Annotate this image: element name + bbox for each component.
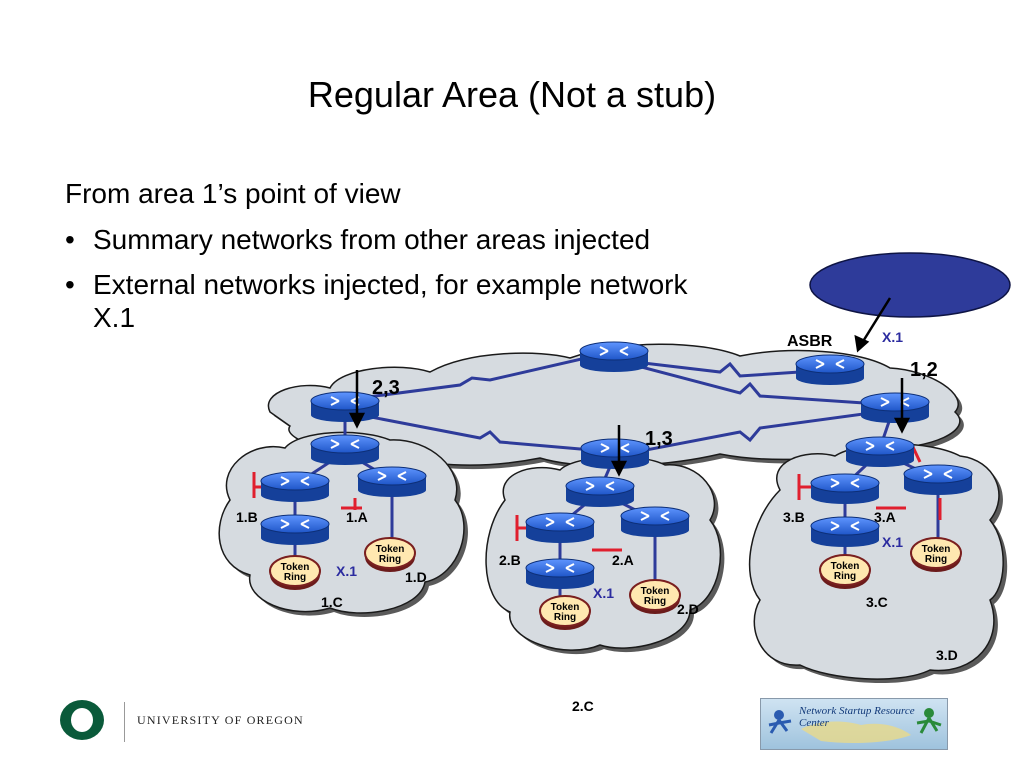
summary-arrows (348, 297, 911, 477)
token-ring-label: Token (551, 602, 580, 613)
router-2b (525, 512, 595, 544)
slide-title: Regular Area (Not a stub) (307, 74, 717, 115)
backbone-links (344, 350, 894, 457)
external-network-ellipse (809, 252, 1011, 318)
footer-divider (124, 702, 125, 742)
router-3a (903, 464, 973, 496)
token-ring-label: Token (641, 586, 670, 597)
label-2a: 2.A (612, 552, 634, 568)
label-2c: 2.C (572, 698, 594, 714)
label-3c: 3.C (866, 594, 888, 610)
token-ring-label: Ring (554, 612, 576, 623)
bullet-text: External networks injected, for example … (93, 269, 688, 333)
bullet-glyph: • (65, 224, 75, 255)
router-3b (810, 473, 880, 505)
bullet-item: • External networks injected, for example… (65, 268, 733, 334)
nsrc-text: Network Startup Resource Center (799, 705, 915, 729)
token-ring-label: Token (376, 544, 405, 555)
token-ring-label: Token (922, 544, 951, 555)
router-2a (620, 506, 690, 538)
label-1d: 1.D (405, 569, 427, 585)
intro-text: From area 1’s point of view (65, 178, 401, 209)
token-rings: Token Ring Token Ring Token Ring Token R… (269, 537, 962, 631)
token-ring-label: Ring (379, 554, 401, 565)
label-3b: 3.B (783, 509, 805, 525)
external-x1-label: X.1 (882, 329, 903, 345)
label-3a: 3.A (874, 509, 896, 525)
router-1b (260, 471, 330, 503)
router-1c (260, 514, 330, 546)
label-2d: 2.D (677, 601, 699, 617)
bullet-list: • Summary networks from other areas injec… (65, 223, 793, 346)
router-backbone-top (579, 341, 649, 373)
label-area2-x1: X.1 (593, 585, 614, 601)
router-2c (525, 558, 595, 590)
backbone-cloud (267, 343, 964, 470)
token-ring-label: Token (281, 562, 310, 573)
label-1-3: 1,3 (645, 428, 673, 450)
token-ring-label: Ring (644, 596, 666, 607)
router-2 (565, 476, 635, 508)
router-asbr (795, 354, 865, 386)
label-1a: 1.A (346, 509, 368, 525)
bullet-item: • Summary networks from other areas injec… (65, 223, 793, 256)
router-1a (357, 466, 427, 498)
label-3d: 3.D (936, 647, 958, 663)
label-2b: 2.B (499, 552, 521, 568)
label-area3-x1: X.1 (882, 534, 903, 550)
label-1c: 1.C (321, 594, 343, 610)
token-ring-label: Ring (925, 554, 947, 565)
router-1 (310, 434, 380, 466)
router-3 (845, 436, 915, 468)
token-ring-label: Ring (284, 572, 306, 583)
bullet-glyph: • (65, 269, 75, 300)
token-ring-label: Token (831, 561, 860, 572)
router-area1-abr (310, 391, 380, 423)
label-1-2: 1,2 (910, 359, 938, 381)
label-2-3: 2,3 (372, 377, 400, 399)
nsrc-map-graphic (768, 708, 942, 743)
university-name: UNIVERSITY OF OREGON (137, 713, 304, 727)
token-ring-label: Ring (834, 571, 856, 582)
asbr-label: ASBR (787, 333, 833, 350)
nsrc-logo: Network Startup Resource Center (760, 698, 948, 750)
label-1b: 1.B (236, 509, 258, 525)
oregon-o-logo (60, 700, 104, 740)
bullet-text: Summary networks from other areas inject… (93, 224, 651, 255)
router-3c (810, 516, 880, 548)
label-area1-x1: X.1 (336, 563, 357, 579)
